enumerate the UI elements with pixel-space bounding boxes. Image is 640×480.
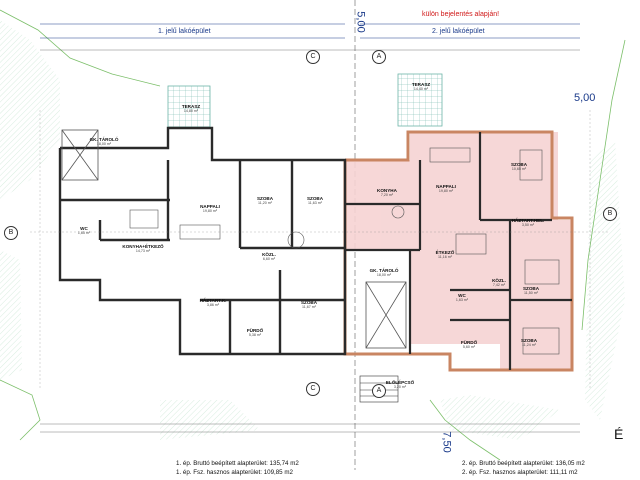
- building-1-label: 1. jelű lakóépület: [158, 28, 211, 35]
- room-terasz-2: TERASZ 14,40 m²: [411, 82, 431, 91]
- axis-marker-b-left: B: [4, 226, 18, 240]
- room-furdo-1: FÜRDŐ 5,38 m²: [246, 328, 264, 337]
- room-szoba-2a: SZOBA 10,65 m²: [510, 162, 528, 171]
- terrace-2: [397, 73, 443, 127]
- storage-boxes: [61, 129, 407, 349]
- room-wc-2: WC 1,63 m²: [455, 293, 469, 302]
- room-gk-tarolo-2: GK. TÁROLÓ 18,00 m²: [369, 268, 399, 277]
- dimension-grid: [30, 110, 610, 390]
- room-eloleptso: ELŐLÉPCSŐ 3,20 m²: [385, 380, 415, 389]
- footer-b2-gross: 2. ép. Bruttó beépített alapterület: 136…: [462, 460, 585, 467]
- axis-marker-a-bottom: A: [372, 384, 386, 398]
- axis-marker-a-top: A: [372, 50, 386, 64]
- room-nappali-2: NAPPALI 19,80 m²: [436, 184, 456, 193]
- room-furdo-2: FÜRDŐ 5,60 m²: [460, 340, 478, 349]
- building-2-label: 2. jelű lakóépület: [432, 28, 485, 35]
- room-gk-tarolo-1: GK. TÁROLÓ 18,00 m²: [89, 137, 119, 146]
- footer-b1-gross: 1. ép. Bruttó beépített alapterület: 135…: [176, 460, 299, 467]
- building-2-walls: [345, 132, 572, 370]
- building-2-brick: [343, 130, 574, 372]
- room-szoba-2b: SZOBA 11,50 m²: [522, 286, 540, 295]
- furniture: [129, 147, 560, 355]
- dimension-500-top: 5,00: [354, 11, 367, 33]
- room-wc-1: WC 1,65 m²: [77, 226, 91, 235]
- room-haztart-2: HÁZTART.HEL. 3,50 m²: [511, 218, 545, 227]
- room-szoba-1b: SZOBA 11,63 m²: [306, 196, 324, 205]
- room-konyha-2: KONYHA 7,20 m²: [377, 188, 397, 197]
- room-etkezo-2: ÉTKEZŐ 11,16 m²: [435, 250, 455, 259]
- dimension-750: 7,50: [440, 431, 453, 453]
- north-label: É: [614, 426, 624, 442]
- room-konyha-etkezo-1: KONYHA+ÉTKEZŐ 14,73 m²: [122, 244, 164, 253]
- axis-marker-b-right: B: [603, 207, 617, 221]
- room-kozl-2: KÖZL. 7,42 m²: [492, 278, 506, 287]
- room-szoba-2c: SZOBA 11,24 m²: [520, 338, 538, 347]
- axis-marker-c-top: C: [306, 50, 320, 64]
- room-terasz-1: TERASZ 14,80 m²: [181, 104, 201, 113]
- separate-note: külön bejelentés alapján!: [422, 11, 500, 18]
- room-haztart-1: HÁZTART.K. 3,86 m²: [199, 298, 227, 307]
- axis-marker-c-bottom: C: [306, 382, 320, 396]
- room-kozl-1: KÖZL. 6,60 m²: [262, 252, 276, 261]
- building-1-walls: [58, 126, 347, 356]
- terrace-1: [167, 85, 211, 129]
- room-szoba-1a: SZOBA 11,20 m²: [256, 196, 274, 205]
- room-nappali-1: NAPPALI 19,80 m²: [200, 204, 220, 213]
- room-szoba-1c: SZOBA 11,67 m²: [300, 300, 318, 309]
- footer-b1-net: 1. ép. Fsz. hasznos alapterület: 109,85 …: [176, 469, 293, 476]
- top-dimensions: [40, 23, 580, 433]
- footer-b2-net: 2. ép. Fsz. hasznos alapterület: 111,11 …: [462, 469, 578, 476]
- dimension-500-right: 5,00: [574, 92, 596, 104]
